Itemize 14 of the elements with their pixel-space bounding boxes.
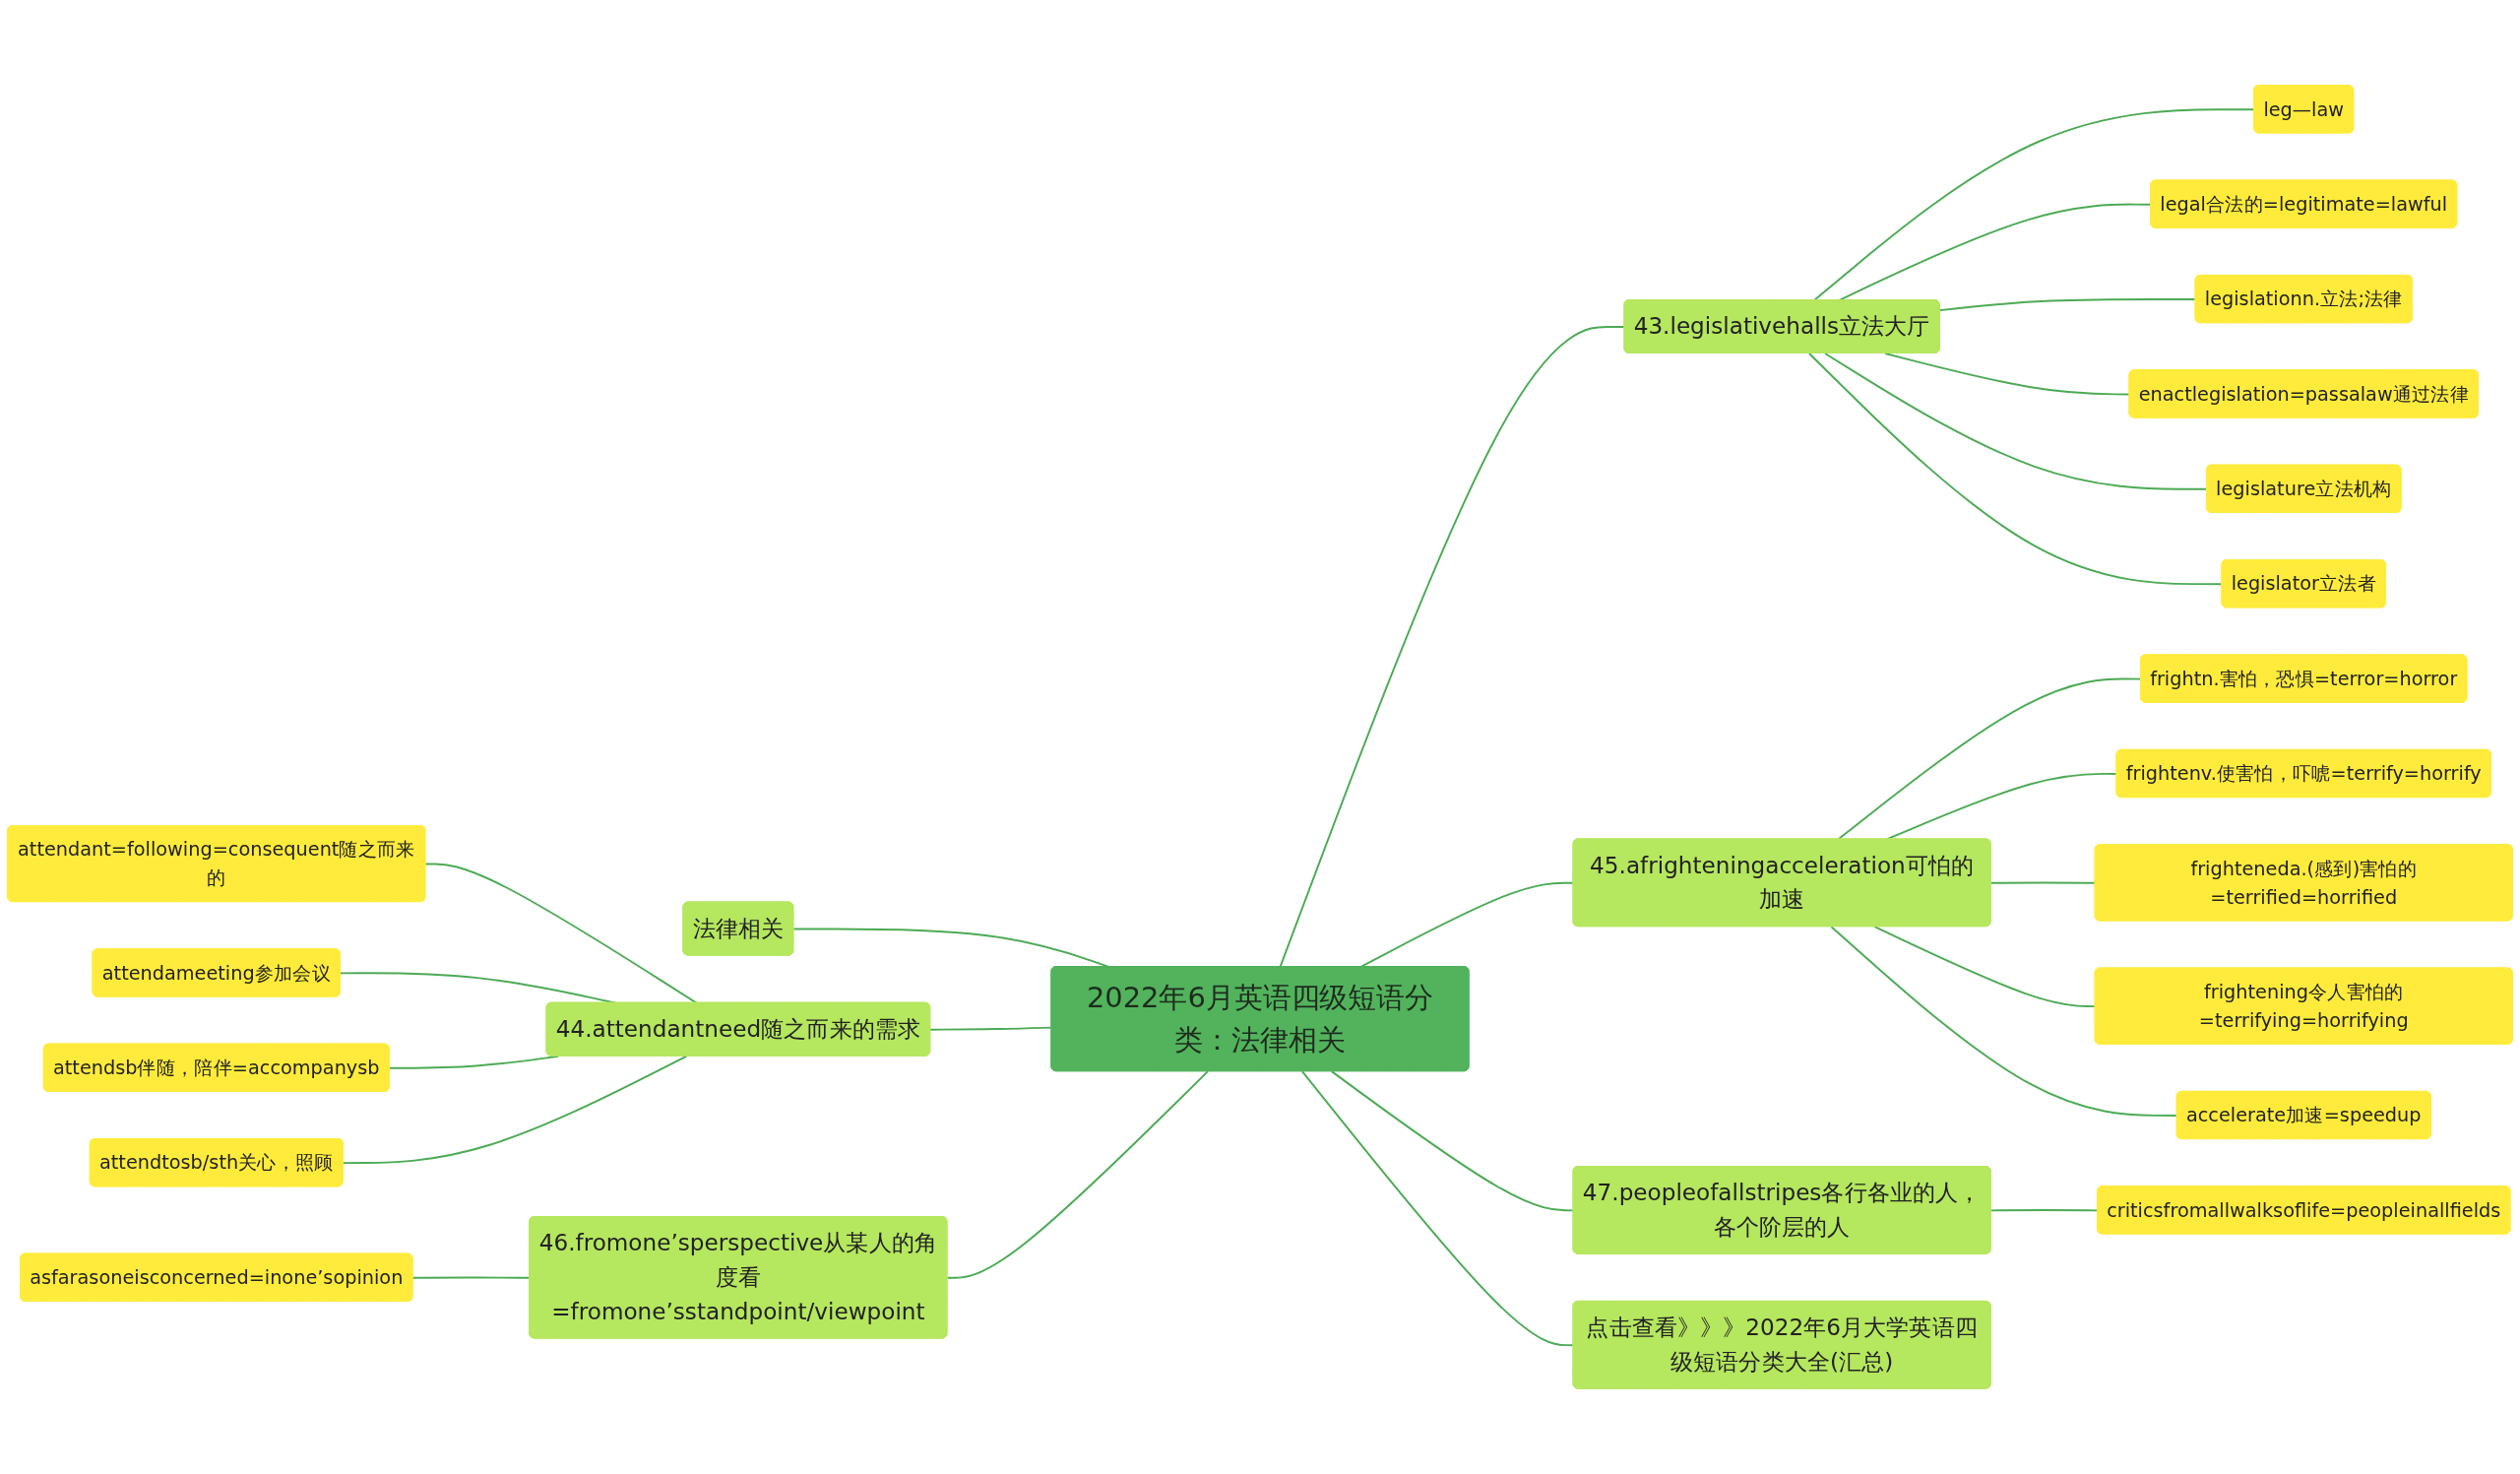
connector (1884, 352, 2131, 396)
connector (1837, 677, 2142, 841)
connector (1989, 881, 2097, 884)
connector (342, 1055, 688, 1165)
connector (1873, 926, 2097, 1008)
connector (1938, 298, 2197, 312)
connector (424, 863, 698, 1004)
connector (1830, 926, 2178, 1118)
connector (1330, 1070, 1575, 1212)
connector (1300, 1070, 1575, 1347)
connector (1824, 352, 2208, 490)
connector (1989, 1209, 2099, 1212)
connector (1808, 352, 2224, 586)
connector (946, 1070, 1209, 1279)
